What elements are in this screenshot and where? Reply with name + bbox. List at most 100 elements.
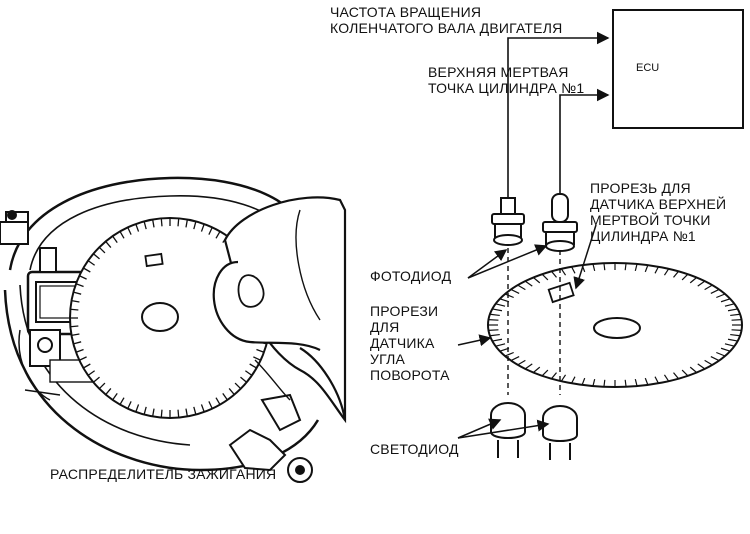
left-disc-slot <box>208 227 213 235</box>
right-disc-slot <box>488 318 499 321</box>
right-disc-slot <box>489 313 500 317</box>
right-disc-slot <box>704 284 713 291</box>
right-disc-slot <box>581 377 586 386</box>
left-disc-slot <box>160 218 163 227</box>
right-disc-slot <box>654 266 659 274</box>
right-disc-slot <box>654 376 659 384</box>
right-disc-slot <box>489 333 500 337</box>
label-tdc-slot: ПРОРЕЗЬ ДЛЯ ДАТЧИКА ВЕРХНЕЙ МЕРТВОЙ ТОЧК… <box>590 180 727 244</box>
left-disc-slot <box>119 231 125 239</box>
left-disc-slot <box>98 246 106 254</box>
right-disc-slot <box>517 359 526 366</box>
right-disc-slot <box>551 372 557 380</box>
left-disc-slot <box>127 401 132 409</box>
right-disc-slot <box>663 268 670 276</box>
right-disc-slot <box>673 372 679 380</box>
left-disc-slot <box>92 253 100 260</box>
right-disc-slot <box>724 303 735 307</box>
right-disc-slot <box>571 376 576 384</box>
left-disc-slot <box>215 397 221 405</box>
left-disc-slot <box>70 308 79 311</box>
left-disc-slot <box>105 388 112 396</box>
left-disc-slot <box>105 240 112 248</box>
left-disc-slot <box>112 392 118 401</box>
right-disc-slot <box>716 293 726 299</box>
left-disc-slot <box>249 363 257 369</box>
right-disc-slot <box>524 363 533 370</box>
right-disc-slot <box>532 277 541 284</box>
right-disc-slot <box>730 313 741 317</box>
right-disc-slot <box>697 280 706 287</box>
left-disc-slot <box>256 348 265 353</box>
label-led: СВЕТОДИОД <box>370 441 459 457</box>
right-disc-slot <box>634 263 638 271</box>
left-disc-slot <box>193 406 197 415</box>
left-disc-slot <box>87 260 96 266</box>
right-disc-slot <box>624 263 627 271</box>
label-angle-slots: ПРОРЕЗИ ДЛЯ ДАТЧИКА УГЛА ПОВОРОТА <box>370 303 450 383</box>
left-disc-slot <box>87 370 96 376</box>
right-disc-slot <box>731 329 742 332</box>
left-disc-slot <box>228 388 235 396</box>
left-disc-slot <box>143 406 147 415</box>
left-disc-slot <box>98 382 106 390</box>
right-disc-slot <box>571 266 576 274</box>
left-disc-slot <box>151 408 155 417</box>
right-disc-slot <box>644 264 649 273</box>
right-disc-slot <box>524 280 533 287</box>
ecu-box <box>612 9 744 129</box>
left-disc-slot <box>71 333 80 337</box>
left-disc-slot <box>244 370 253 376</box>
right-disc-slot <box>560 374 567 382</box>
right-disc-slot <box>504 351 514 357</box>
left-disc-slot <box>79 356 87 361</box>
left-disc-slot <box>70 325 79 328</box>
right-disc-slot <box>517 284 526 291</box>
right-disc-slot <box>492 308 503 312</box>
right-disc-slot <box>727 338 738 342</box>
right-disc-slot <box>704 359 713 366</box>
right-disc-slot <box>624 379 627 387</box>
left-disc-slot <box>240 376 248 383</box>
right-disc-slot <box>603 379 606 387</box>
hand-illustration <box>212 196 347 424</box>
right-disc-slot <box>541 273 549 281</box>
right-disc-slot <box>504 293 514 299</box>
right-disc-slot <box>495 303 506 307</box>
label-photodiode: ФОТОДИОД <box>370 268 452 284</box>
left-disc-slot <box>193 221 197 230</box>
left-disc-slot <box>151 219 155 228</box>
right-disc-slot <box>663 374 670 382</box>
label-tdc-cylinder-1: ВЕРХНЯЯ МЕРТВАЯ ТОЧКА ЦИЛИНДРА №1 <box>428 64 585 96</box>
right-disc-slot <box>724 343 735 347</box>
right-disc-slot <box>689 366 698 373</box>
right-disc-slot <box>510 356 520 362</box>
right-disc-slot <box>710 356 720 362</box>
left-disc-slot <box>75 348 84 353</box>
right-rotor-disc <box>487 262 743 388</box>
right-disc-slot <box>551 270 557 278</box>
right-disc-slot <box>681 369 689 377</box>
left-disc-slot <box>177 409 180 418</box>
left-disc-slot <box>215 231 221 239</box>
left-disc-slot <box>73 291 82 295</box>
right-disc-slot <box>541 369 549 377</box>
right-disc-slot <box>634 379 638 387</box>
left-disc-slot <box>253 356 261 361</box>
right-disc-slot <box>495 343 506 347</box>
right-disc-slot <box>560 268 567 276</box>
left-disc-slot <box>75 283 84 288</box>
led-right <box>542 405 578 460</box>
right-disc-slot <box>492 338 503 342</box>
right-disc-slot <box>730 333 741 337</box>
right-disc-slot <box>716 351 726 357</box>
left-disc-slot <box>185 408 189 417</box>
right-disc-slot <box>681 273 689 281</box>
left-disc-slot <box>208 401 213 409</box>
right-disc-slot <box>603 263 606 271</box>
right-disc-slot <box>592 379 596 387</box>
right-disc-slot <box>488 329 499 332</box>
left-disc-slot <box>127 227 132 235</box>
right-disc-slot <box>720 298 731 303</box>
label-distributor: РАСПРЕДЕЛИТЕЛЬ ЗАЖИГАНИЯ <box>50 466 277 482</box>
